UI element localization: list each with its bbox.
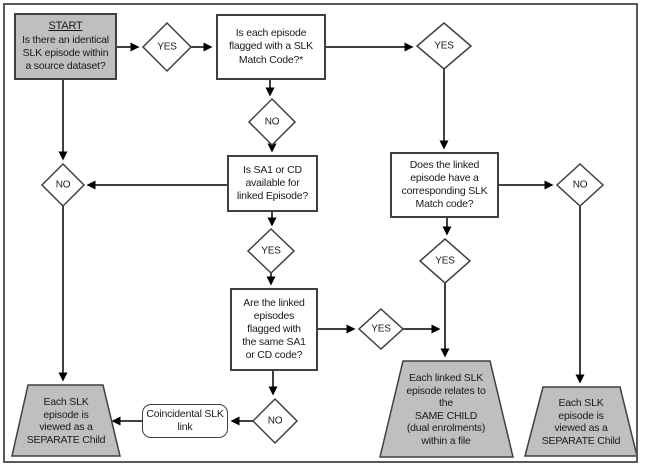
terminator-same-child-shape	[379, 360, 514, 458]
coincidental-link-text: Coincidental SLK link	[146, 407, 224, 433]
decision-d5-label: NO	[572, 179, 588, 191]
question-same-sa1-text: Are the linked episodes flagged with the…	[242, 296, 306, 362]
coincidental-link-node: Coincidental SLK link	[142, 404, 228, 438]
decision-d2-label: YES	[434, 40, 454, 52]
question-episode-flagged-text: Is each episode flagged with a SLK Match…	[229, 27, 313, 66]
decision-d2-shape	[415, 22, 473, 70]
terminator-separate-child-left-shape	[11, 384, 121, 457]
decision-d4-label: NO	[55, 179, 71, 191]
question-sa1-cd: Is SA1 or CD available for linked Episod…	[227, 155, 318, 212]
decision-d4-shape	[40, 162, 86, 208]
terminator-separate-child-right-label: Each SLK episode is viewed as a SEPARATE…	[541, 396, 621, 447]
decision-d7-shape	[418, 238, 472, 284]
start-node: START Is there an identical SLK episode …	[14, 13, 117, 80]
decision-d8-label: YES	[371, 323, 391, 335]
decision-d6-label: YES	[261, 245, 281, 257]
decision-d3-label: NO	[264, 116, 280, 128]
decision-d5-shape	[555, 162, 605, 208]
question-episode-flagged: Is each episode flagged with a SLK Match…	[216, 14, 326, 80]
decision-d8-shape	[357, 307, 405, 351]
terminator-separate-child-left-label: Each SLK episode is viewed as a SEPARATE…	[26, 395, 106, 446]
decision-d7-label: YES	[435, 255, 455, 267]
decision-d9-label: NO	[267, 415, 283, 427]
terminator-same-child-label: Each linked SLK episode relates to the S…	[406, 372, 486, 448]
question-same-sa1: Are the linked episodes flagged with the…	[230, 288, 318, 371]
decision-d1-label: YES	[157, 41, 177, 53]
start-text: Is there an identical SLK episode within…	[22, 33, 109, 72]
question-sa1-cd-text: Is SA1 or CD available for linked Episod…	[236, 163, 309, 203]
start-title: START	[48, 19, 83, 32]
decision-d1-shape	[141, 21, 193, 73]
question-linked-episode: Does the linked episode have a correspon…	[390, 152, 499, 218]
decision-d9-shape	[251, 397, 299, 445]
decision-d3-shape	[247, 97, 297, 147]
question-linked-episode-text: Does the linked episode have a correspon…	[401, 158, 488, 211]
decision-d6-shape	[246, 227, 296, 275]
